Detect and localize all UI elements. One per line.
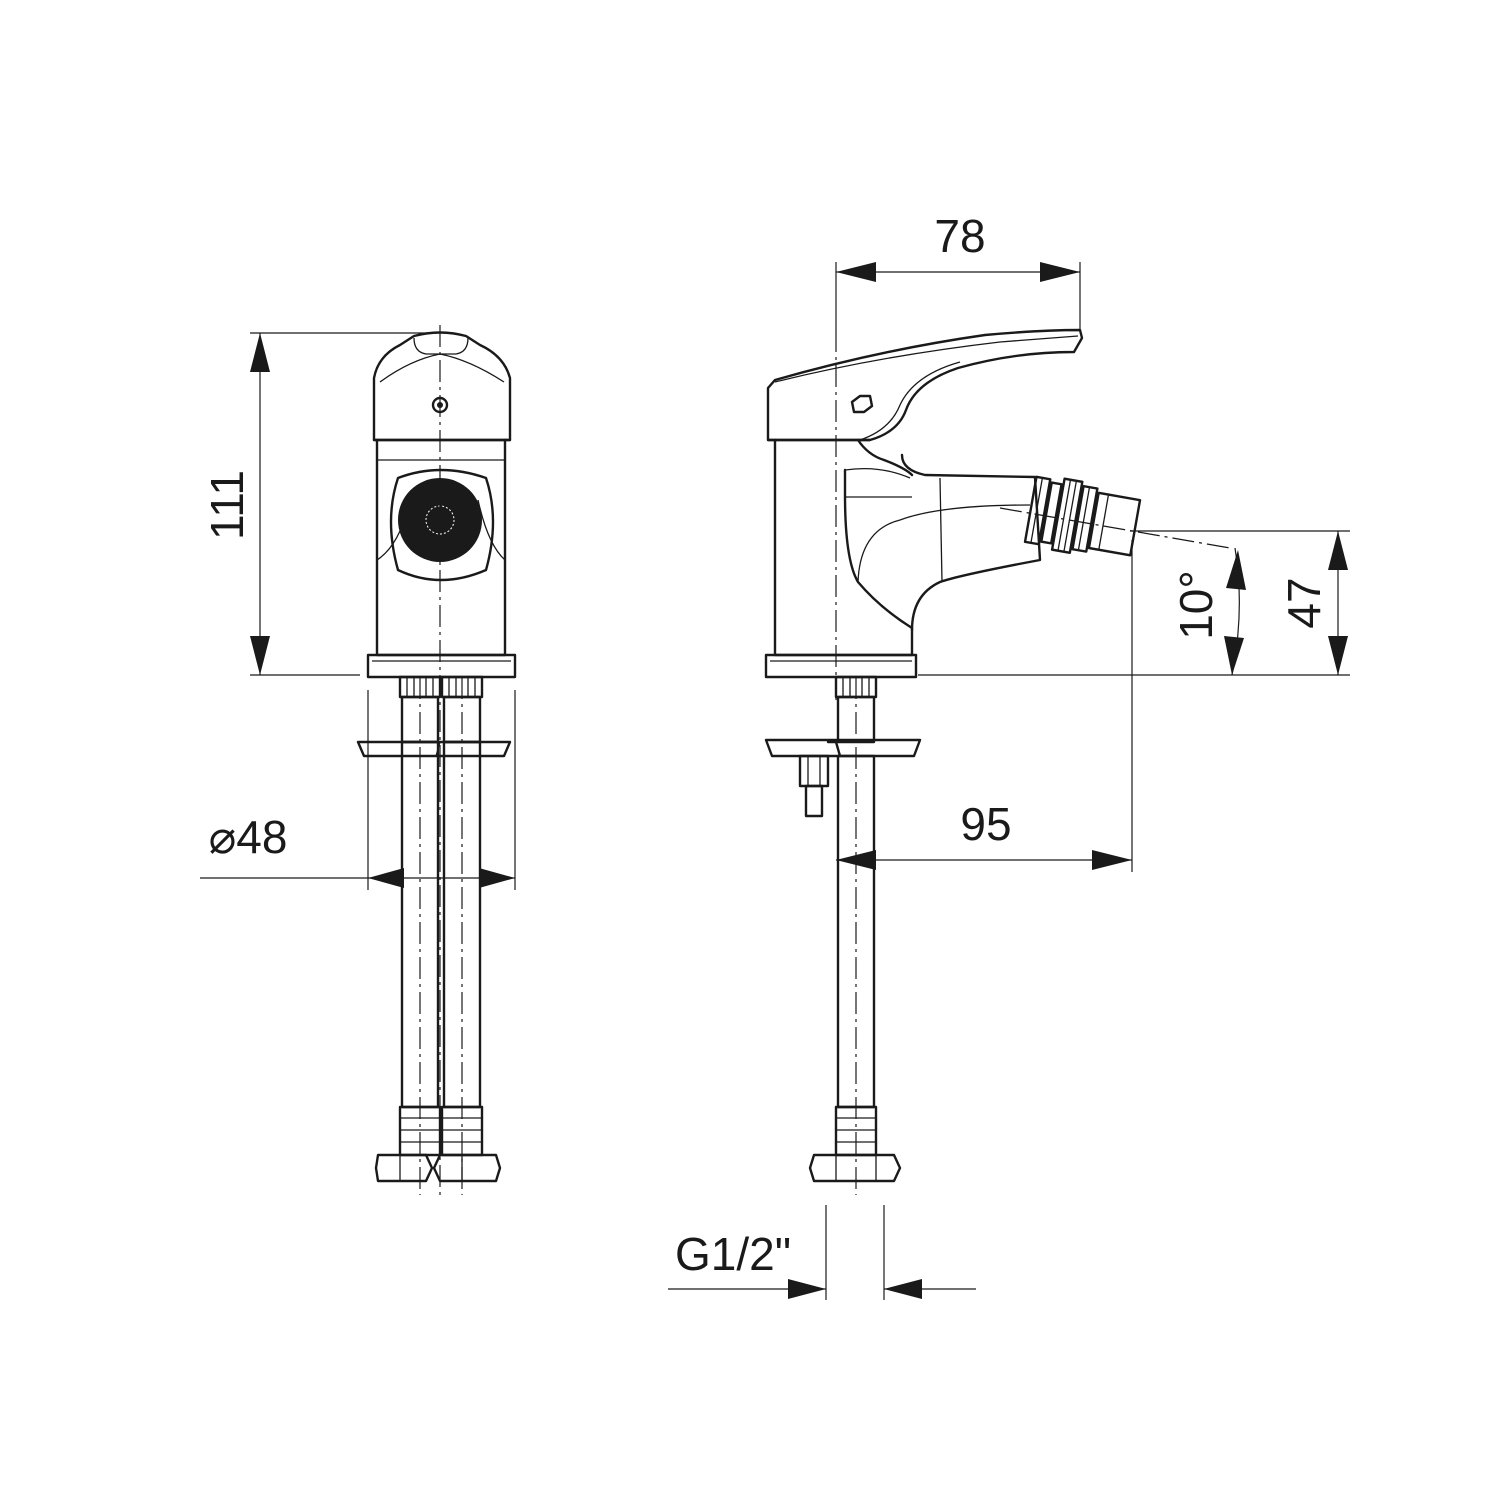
dim-height-111: 111 bbox=[201, 332, 430, 676]
front-hose-right bbox=[432, 675, 502, 1183]
dim-depth-78: 78 bbox=[835, 210, 1081, 330]
side-lever bbox=[766, 328, 1084, 442]
side-spout bbox=[900, 453, 1042, 632]
dim-height-47: 47 bbox=[918, 530, 1350, 676]
front-outlet-recess bbox=[389, 468, 495, 582]
front-view bbox=[356, 325, 517, 1195]
dim-diameter-label: ⌀48 bbox=[209, 811, 288, 863]
side-hose bbox=[808, 675, 902, 1183]
dim-angle-10: 10° bbox=[1170, 547, 1246, 676]
dim-diameter-48: ⌀48 bbox=[200, 690, 516, 890]
side-body bbox=[773, 438, 914, 657]
side-nozzle bbox=[1023, 475, 1142, 557]
side-base-plate bbox=[764, 653, 918, 679]
dim-height-label: 111 bbox=[201, 470, 253, 540]
side-threaded-rod bbox=[798, 754, 830, 818]
dim-thread-label: G1/2" bbox=[675, 1228, 791, 1280]
front-mounting-plate bbox=[356, 740, 512, 758]
side-mounting-plate bbox=[764, 738, 922, 758]
dim-thread-g12: G1/2" bbox=[668, 1205, 976, 1300]
dim-projection-label: 95 bbox=[960, 798, 1011, 850]
front-hose-left bbox=[374, 675, 442, 1183]
side-lever-screw bbox=[850, 394, 874, 414]
dim-angle-label: 10° bbox=[1170, 570, 1222, 640]
dim-depth-label: 78 bbox=[934, 210, 985, 262]
dim-projection-95: 95 bbox=[836, 540, 1133, 872]
front-lever-cap bbox=[372, 331, 512, 442]
front-base-plate bbox=[366, 653, 517, 679]
side-view bbox=[764, 328, 1231, 1195]
dim-spout-height-label: 47 bbox=[1278, 577, 1330, 628]
